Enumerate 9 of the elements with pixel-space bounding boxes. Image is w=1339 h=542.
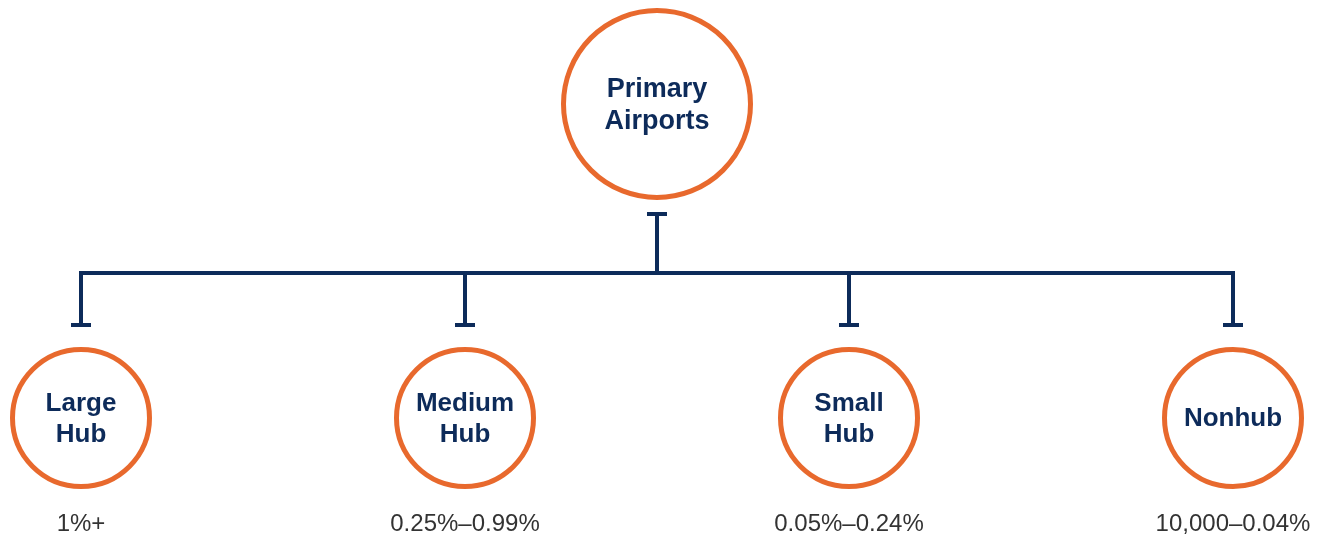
range-label: 0.05%–0.24% — [773, 509, 925, 537]
node-label: Large Hub — [44, 386, 118, 450]
range-label: 0.25%–0.99% — [389, 509, 541, 537]
node-label: Nonhub — [1182, 402, 1284, 434]
range-label: 1%+ — [55, 509, 107, 537]
node-label: Medium Hub — [414, 386, 516, 450]
node-label: Primary Airports — [603, 71, 711, 137]
node-label: Small Hub — [813, 386, 885, 450]
range-label: 10,000–0.04% — [1154, 509, 1312, 537]
